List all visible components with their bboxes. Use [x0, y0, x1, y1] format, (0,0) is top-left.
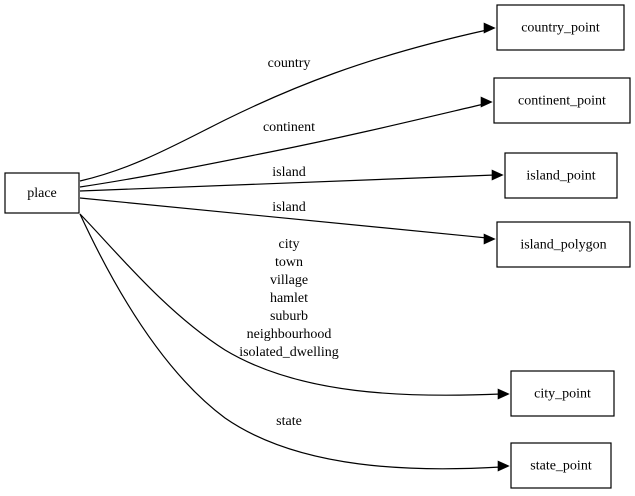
node-state_point[interactable]: state_point	[510, 442, 612, 489]
edge-path-city_point	[79, 213, 502, 396]
edge-label-line: island	[272, 165, 305, 180]
edge-label-line: city	[279, 237, 300, 252]
node-island_polygon[interactable]: island_polygon	[496, 221, 631, 268]
edge-arrowhead-country_point	[483, 22, 496, 34]
edge-place-to-country_point[interactable]	[79, 22, 496, 182]
node-box-continent_point	[493, 77, 631, 124]
edge-arrowhead-continent_point	[480, 96, 493, 108]
edge-place-to-island_polygon[interactable]	[79, 197, 496, 245]
edge-label-line: village	[270, 273, 308, 288]
edge-label-continent_point: continent	[263, 120, 315, 135]
node-box-city_point	[510, 370, 615, 417]
node-label-continent_point: continent_point	[518, 94, 606, 109]
node-box-island_polygon	[496, 221, 631, 268]
edge-label-island_point: island	[272, 165, 305, 180]
edge-label-line: state	[276, 414, 302, 429]
edge-label-island_polygon: island	[272, 200, 305, 215]
edge-label-line: island	[272, 200, 305, 215]
edge-arrowhead-state_point	[497, 460, 510, 472]
node-label-state_point: state_point	[530, 459, 592, 474]
edge-label-line: country	[268, 56, 311, 71]
edge-place-to-island_point[interactable]	[79, 169, 504, 192]
node-island_point[interactable]: island_point	[504, 152, 618, 199]
edge-path-state_point	[79, 213, 502, 470]
node-label-island_polygon: island_polygon	[520, 238, 606, 253]
node-city_point[interactable]: city_point	[510, 370, 615, 417]
node-box-state_point	[510, 442, 612, 489]
edge-label-line: suburb	[270, 309, 308, 324]
edge-path-island_point	[79, 174, 496, 192]
node-label-place: place	[27, 186, 57, 201]
edge-place-to-continent_point[interactable]	[79, 96, 493, 188]
edge-labels-layer: country continent island island city town vill…	[239, 56, 339, 429]
edge-arrowhead-island_point	[491, 169, 504, 181]
edge-path-island_polygon	[79, 197, 488, 239]
edge-arrowhead-city_point	[497, 388, 510, 400]
nodes-layer: place country_point continent_point island_…	[4, 4, 631, 489]
edge-label-line: continent	[263, 120, 315, 135]
edge-label-country_point: country	[268, 56, 311, 71]
edge-path-country_point	[79, 29, 488, 182]
edge-arrowhead-island_polygon	[483, 233, 496, 245]
node-country_point[interactable]: country_point	[496, 4, 625, 51]
node-box-place	[4, 172, 80, 214]
node-box-island_point	[504, 152, 618, 199]
edge-label-line: town	[275, 255, 303, 270]
edge-label-line: isolated_dwelling	[239, 345, 339, 360]
edge-place-to-city_point[interactable]	[79, 213, 510, 400]
edge-label-city_point: city town village hamlet suburb neighbourhood…	[239, 237, 339, 360]
edge-label-line: hamlet	[270, 291, 308, 306]
edge-label-line: neighbourhood	[247, 327, 332, 342]
edge-label-state_point: state	[276, 414, 302, 429]
node-label-country_point: country_point	[521, 21, 600, 36]
node-box-country_point	[496, 4, 625, 51]
node-place[interactable]: place	[4, 172, 80, 214]
node-continent_point[interactable]: continent_point	[493, 77, 631, 124]
edge-path-continent_point	[79, 103, 485, 188]
node-label-island_point: island_point	[526, 169, 595, 184]
edges-layer	[79, 22, 510, 472]
node-label-city_point: city_point	[534, 387, 591, 402]
edge-place-to-state_point[interactable]	[79, 213, 510, 472]
